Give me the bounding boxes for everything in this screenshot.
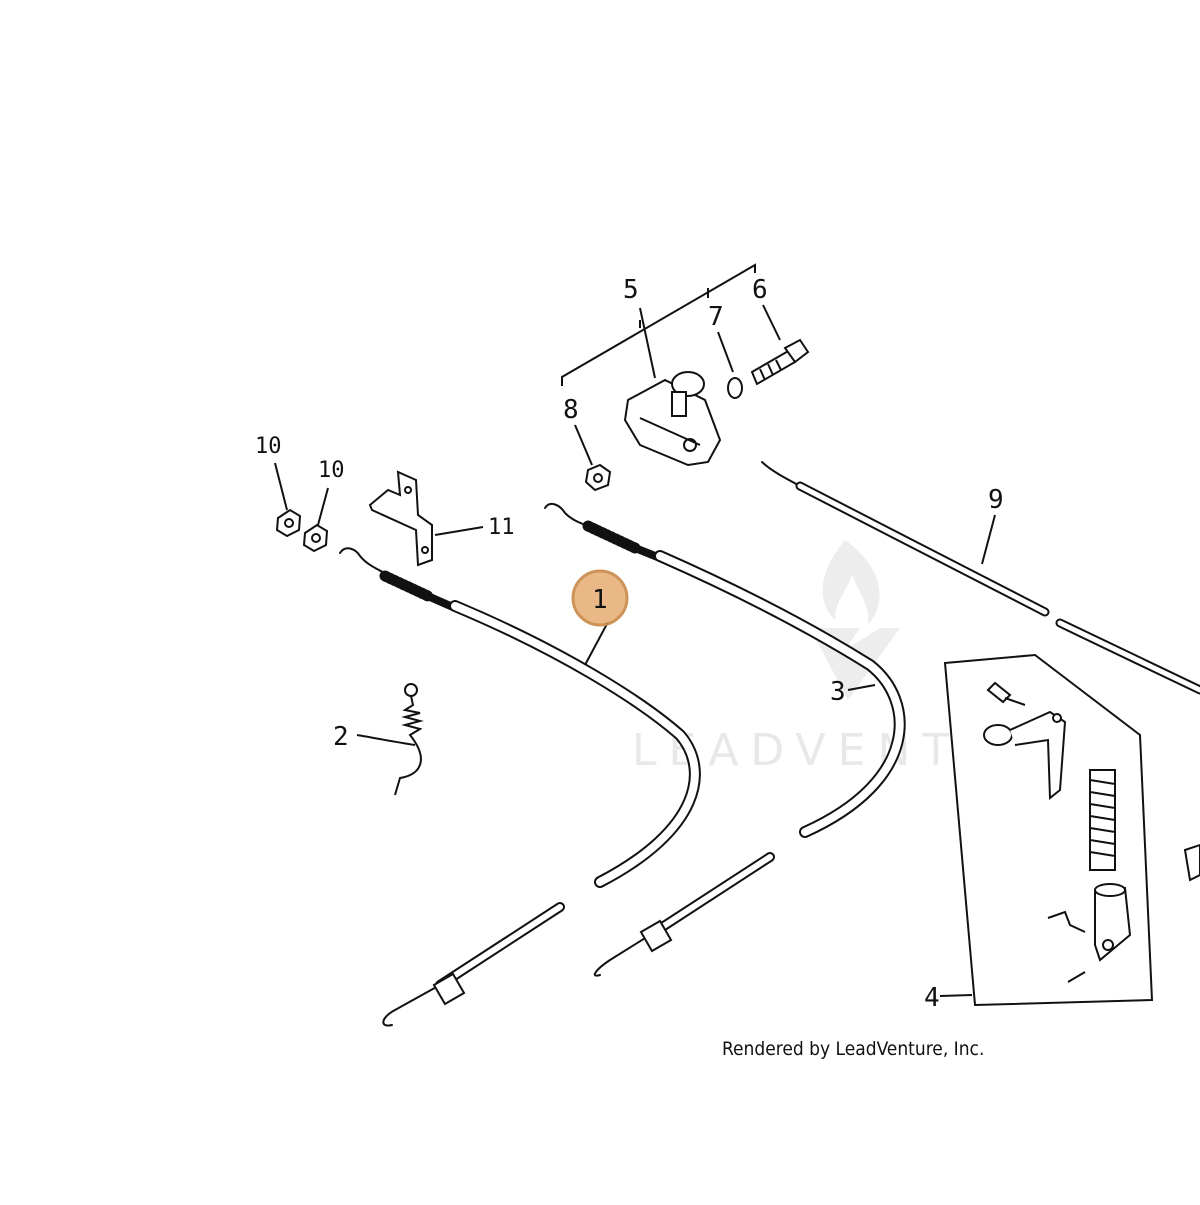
callout-10b[interactable]: 10 — [318, 458, 345, 483]
leader-lines — [274, 304, 996, 997]
callout-4[interactable]: 4 — [924, 983, 940, 1013]
callout-8[interactable]: 8 — [563, 395, 579, 425]
callout-10a[interactable]: 10 — [255, 434, 282, 459]
part-5-housing — [623, 371, 722, 467]
part-10-nut-a — [275, 508, 302, 538]
part-2-spring — [394, 683, 424, 796]
highlight-part-1[interactable] — [571, 569, 629, 627]
callout-2[interactable]: 2 — [333, 722, 349, 752]
callout-11[interactable]: 11 — [488, 515, 515, 540]
cable-3 — [544, 502, 906, 977]
callout-9[interactable]: 9 — [988, 485, 1004, 515]
callout-1[interactable]: 1 — [592, 585, 608, 615]
watermark-flame-icon — [822, 540, 880, 625]
part-10-nut-b — [302, 523, 329, 553]
part-7-washer — [727, 377, 743, 399]
callout-7[interactable]: 7 — [708, 302, 724, 332]
part-6-bolt — [750, 338, 810, 386]
credit-text: Rendered by LeadVenture, Inc. — [722, 1038, 985, 1060]
callout-3[interactable]: 3 — [830, 677, 846, 707]
cable-9 — [761, 461, 1200, 695]
part-4-kit-panel — [943, 653, 1200, 1007]
bracket-5-8 — [561, 263, 756, 386]
part-11-bracket — [368, 470, 433, 567]
cable-1 — [339, 547, 701, 1027]
callout-6[interactable]: 6 — [752, 275, 768, 305]
part-8-nut — [584, 463, 612, 492]
callout-5[interactable]: 5 — [623, 275, 639, 305]
